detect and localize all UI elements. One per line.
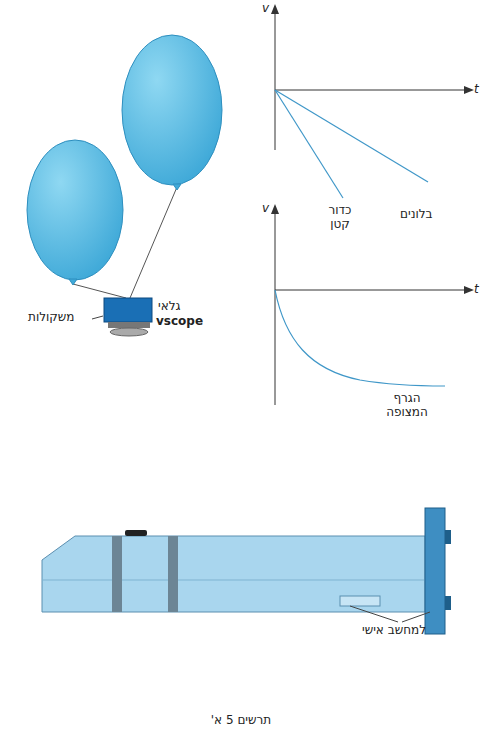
balloon-knot [173, 184, 181, 190]
v-t-graph [271, 204, 474, 405]
caption: תרשים 5 א' [211, 714, 271, 728]
part-label: משקולות [28, 311, 74, 325]
part-label: גלאי [158, 300, 180, 314]
balloon [27, 140, 123, 280]
axis-label: t [474, 283, 479, 297]
balloon [122, 35, 222, 185]
balloon-string [73, 284, 126, 298]
part-label: למחשב אישי [362, 624, 426, 638]
axis-label: v [262, 2, 269, 16]
axis-label: t [474, 83, 479, 97]
balloon-knot [69, 279, 77, 285]
weights-box [104, 298, 152, 322]
part-label: vscope [156, 315, 203, 329]
motion-device [42, 508, 451, 634]
balloon-string [130, 187, 177, 298]
detector [108, 322, 150, 328]
detector-face [110, 328, 148, 336]
curve-label: הגרף המצופה [380, 392, 434, 420]
leader-line [92, 316, 103, 319]
axis-label: v [262, 202, 269, 216]
v-t-graph [271, 4, 474, 198]
curve-label: בלונים [400, 208, 432, 222]
curve-label: כדור קטן [318, 204, 362, 232]
